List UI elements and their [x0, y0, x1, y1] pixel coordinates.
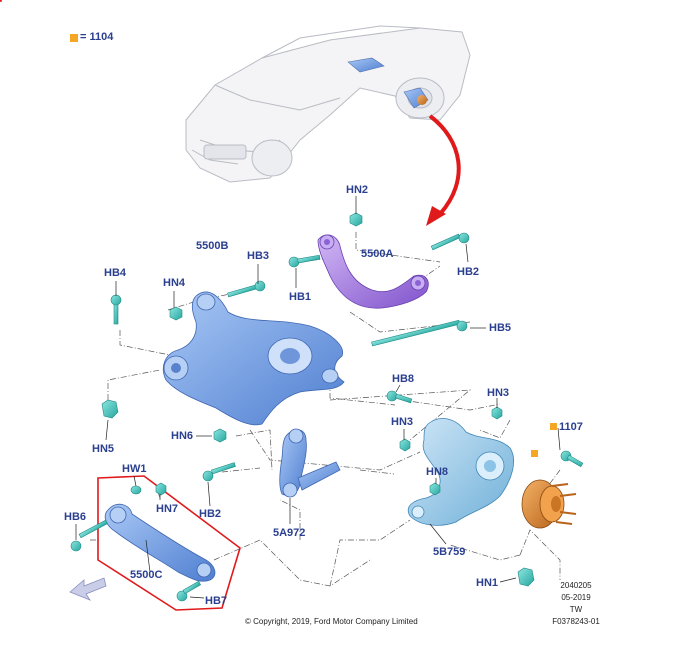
label-hb2-lower: HB2 [199, 508, 222, 520]
label-hn6: HN6 [171, 430, 194, 442]
label-5b759: 5B759 [433, 546, 466, 558]
figure-code: 2040205 [560, 581, 592, 590]
fasteners [70, 212, 584, 602]
bolt-hb4 [110, 294, 122, 325]
label-hb5: HB5 [489, 322, 512, 334]
label-hn8: HN8 [426, 466, 449, 478]
bolt-hb8 [386, 390, 413, 404]
nut-hn4 [169, 306, 183, 321]
legend-text: = 1104 [80, 31, 114, 43]
label-hb3: HB3 [247, 250, 270, 262]
bolt-hb7 [176, 580, 201, 602]
copyright-notice: © Copyright, 2019, Ford Motor Company Li… [245, 617, 418, 626]
part-1107-wheel-hub [521, 479, 577, 529]
label-hb4: HB4 [104, 267, 127, 279]
callout-arrow [426, 114, 461, 226]
part-5500a-upper-arm [317, 234, 429, 309]
nut-hn2 [349, 212, 363, 227]
part-5500c-link [104, 503, 216, 582]
nut-hn8 [429, 482, 441, 496]
part-5500b-lower-arm [162, 291, 345, 426]
vehicle-outline [185, 25, 471, 183]
label-5500c: 5500C [130, 569, 163, 581]
front-direction-arrow-icon [69, 577, 107, 601]
bolt-hb3 [227, 280, 266, 298]
highlight-frame [97, 475, 241, 611]
part-5b759-knuckle [407, 418, 514, 526]
label-5500a: 5500A [361, 248, 394, 260]
label-5500b: 5500B [196, 240, 229, 252]
label-hn4: HN4 [163, 277, 186, 289]
nut-hn7 [155, 482, 167, 496]
nut-hn6 [213, 428, 227, 443]
nut-hn3-a [399, 438, 411, 452]
callout-1107-marker [550, 423, 557, 430]
legend-marker [70, 34, 78, 42]
bolt-hb1 [288, 254, 321, 268]
nut-hn1 [517, 567, 535, 587]
callout-hub-marker [531, 450, 538, 457]
label-5a972: 5A972 [273, 527, 306, 539]
label-hw1: HW1 [122, 463, 147, 475]
bolt-1107 [560, 450, 584, 468]
label-hn7: HN7 [156, 503, 179, 515]
label-hn3-right: HN3 [487, 387, 510, 399]
label-hb2: HB2 [457, 266, 480, 278]
label-hb7: HB7 [205, 595, 228, 607]
bolt-hb5 [371, 319, 468, 347]
vehicle-suspension-thumbnail [347, 57, 429, 109]
nut-hn5 [101, 399, 119, 419]
label-hb8: HB8 [392, 373, 415, 385]
label-hn2: HN2 [346, 184, 369, 196]
label-hb6: HB6 [64, 511, 87, 523]
label-hn5: HN5 [92, 443, 115, 455]
bolt-hb6 [70, 519, 108, 552]
label-hb1: HB1 [289, 291, 312, 303]
figure-date: 05-2019 [561, 593, 591, 602]
figure-region: TW [569, 605, 583, 614]
bolt-hb2 [430, 232, 470, 251]
label-hn1: HN1 [476, 577, 499, 589]
label-1107: 1107 [559, 421, 583, 433]
label-hn3-left: HN3 [391, 416, 414, 428]
figure-id: F0378243-01 [552, 617, 600, 626]
bolt-hb2-lower [202, 462, 236, 482]
nut-hn3-b [491, 406, 503, 420]
label-leaders [75, 196, 561, 599]
part-5a972-link [279, 428, 341, 498]
leader-lines [90, 232, 561, 587]
highlight-box [0, 0, 2, 2]
washer-hw1 [130, 485, 142, 495]
